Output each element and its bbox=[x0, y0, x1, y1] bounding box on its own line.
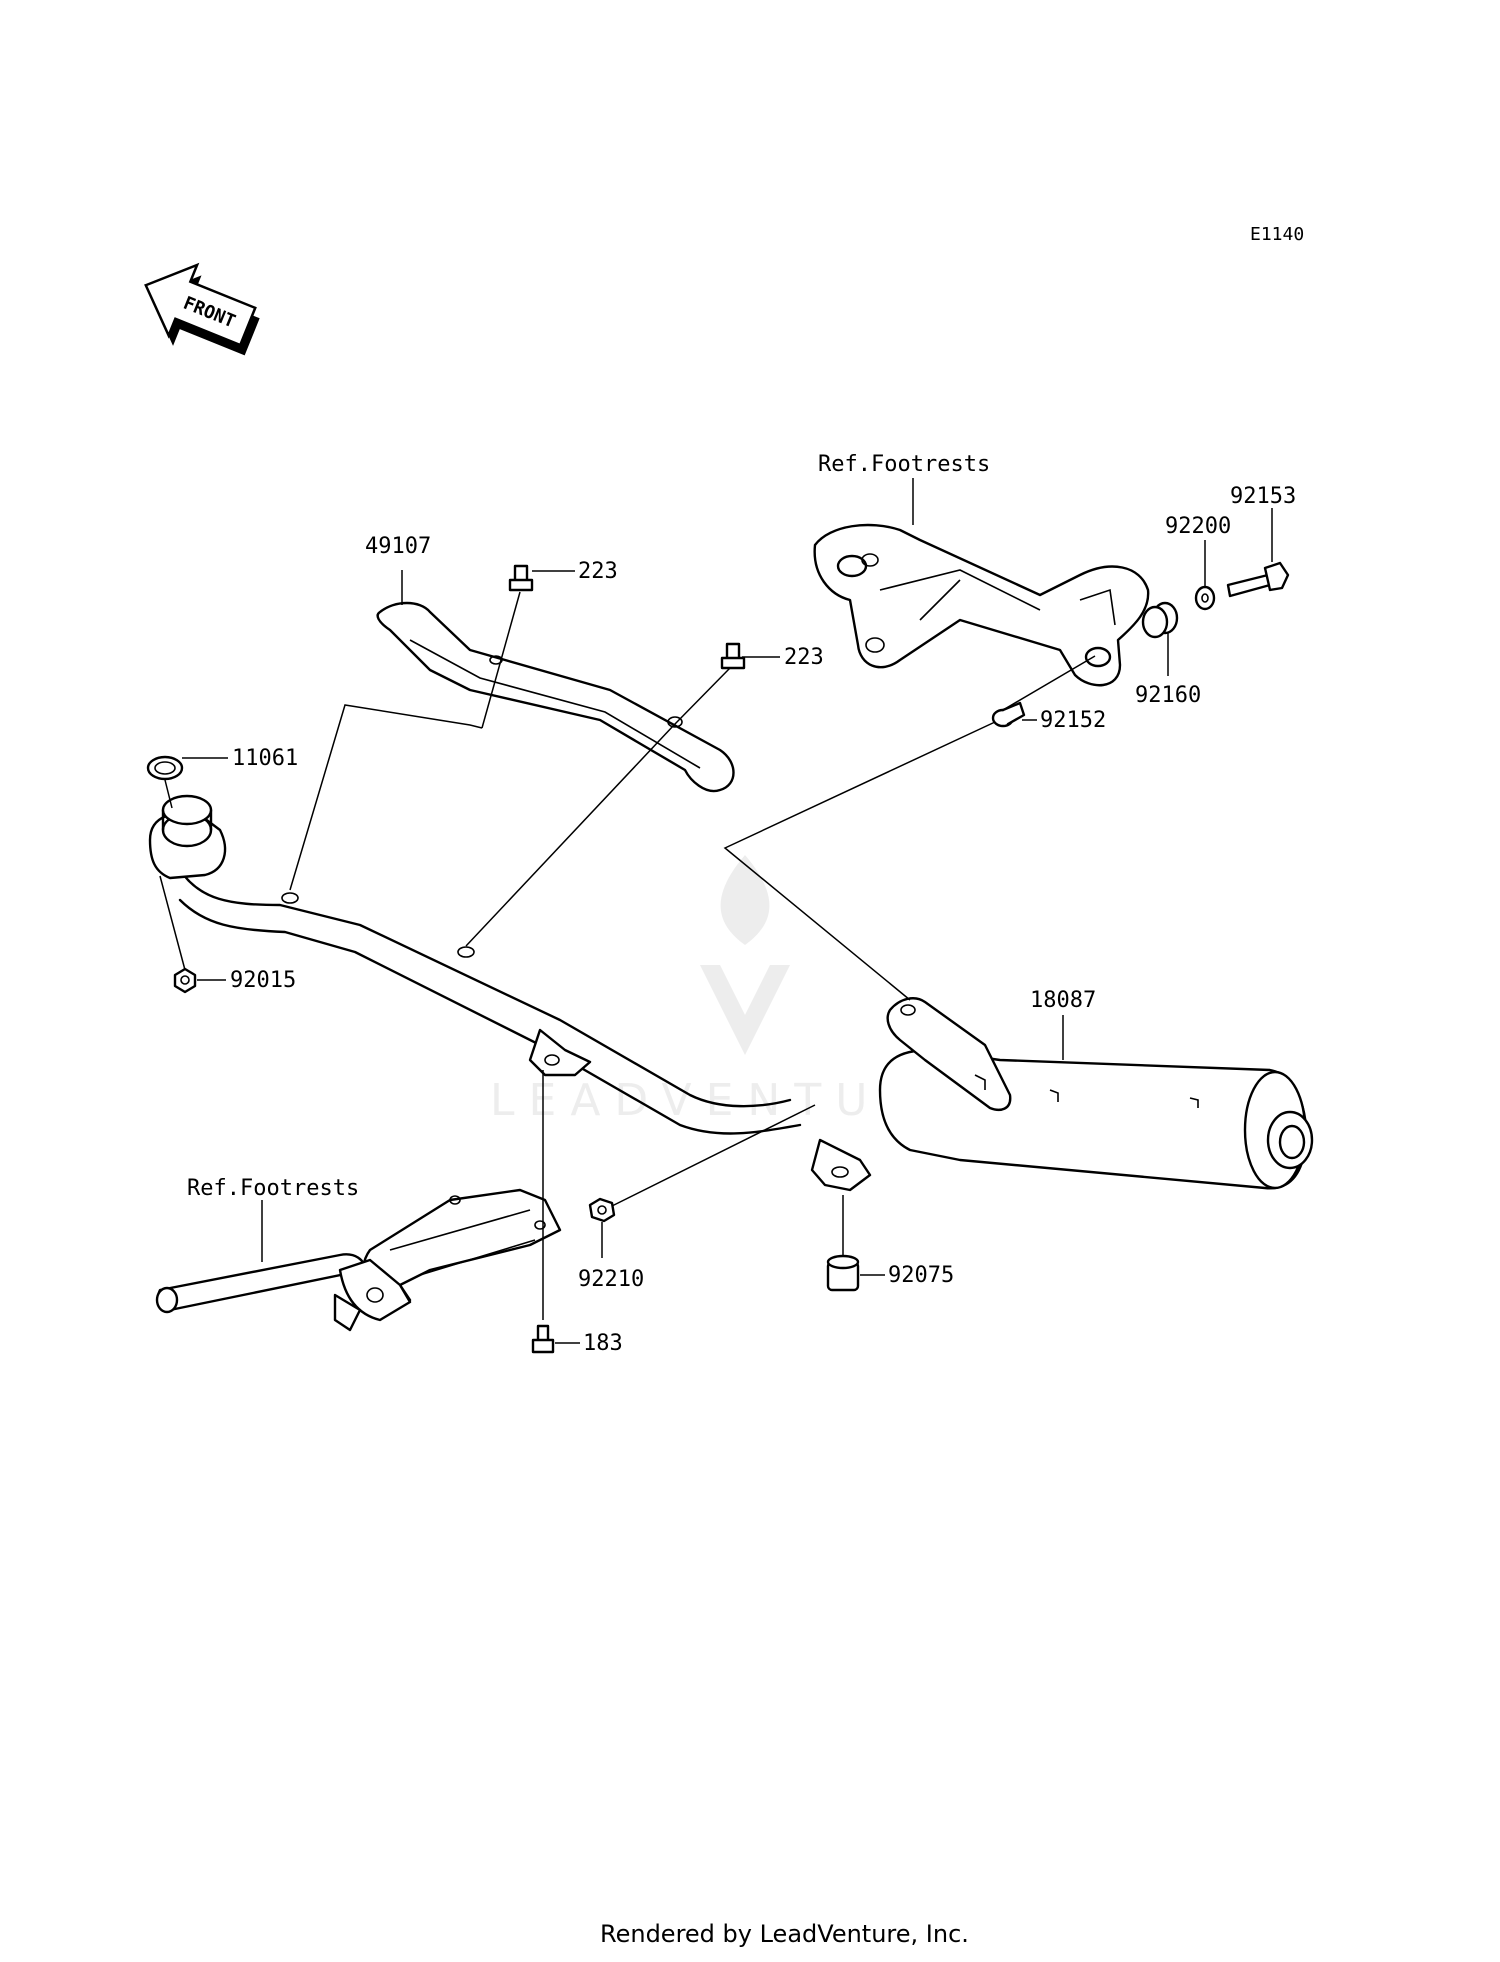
part-number-11061: 11061 bbox=[232, 746, 298, 771]
diagram-code: E1140 bbox=[1250, 224, 1304, 245]
watermark-text: LEADVENTURE bbox=[490, 1075, 968, 1126]
damper-icon bbox=[826, 1254, 860, 1292]
part-number-92160: 92160 bbox=[1135, 683, 1201, 708]
watermark-logo-icon bbox=[700, 855, 790, 1055]
part-number-92210: 92210 bbox=[578, 1267, 644, 1292]
part-number-223-upper-2: 223 bbox=[784, 645, 824, 670]
part-number-223-upper-1: 223 bbox=[578, 559, 618, 584]
part-number-183: 183 bbox=[583, 1331, 623, 1356]
gasket-icon bbox=[146, 755, 184, 781]
part-number-49107: 49107 bbox=[365, 534, 431, 559]
leader-lines bbox=[159, 478, 1273, 1344]
flange-nut-icon bbox=[173, 967, 197, 994]
lower-bolt-icon bbox=[531, 1324, 555, 1354]
heat-guard-part bbox=[376, 601, 735, 793]
muffler-part bbox=[810, 997, 1314, 1192]
front-footrest-ref bbox=[155, 1188, 562, 1332]
footer-credit: Rendered by LeadVenture, Inc. bbox=[600, 1920, 969, 1948]
part-number-92200: 92200 bbox=[1165, 514, 1231, 539]
ref-footrests-label-lower: Ref.Footrests bbox=[187, 1176, 359, 1201]
bolt-upper-2-icon bbox=[720, 642, 746, 670]
exhaust-pipe-part bbox=[148, 794, 802, 1135]
grommet-icon bbox=[1141, 601, 1179, 639]
part-number-18087: 18087 bbox=[1030, 988, 1096, 1013]
part-number-92153: 92153 bbox=[1230, 484, 1296, 509]
lower-nut-icon bbox=[588, 1197, 616, 1223]
part-number-92152: 92152 bbox=[1040, 708, 1106, 733]
bolt-upper-1-icon bbox=[508, 564, 534, 592]
part-number-92015: 92015 bbox=[230, 968, 296, 993]
part-number-92075: 92075 bbox=[888, 1263, 954, 1288]
rear-bolt-icon bbox=[1226, 561, 1290, 598]
front-arrow-icon: FRONT bbox=[144, 262, 260, 356]
rear-footrest-bracket-ref bbox=[813, 523, 1150, 687]
washer-icon bbox=[1194, 585, 1216, 611]
ref-footrests-label-upper: Ref.Footrests bbox=[818, 452, 990, 477]
